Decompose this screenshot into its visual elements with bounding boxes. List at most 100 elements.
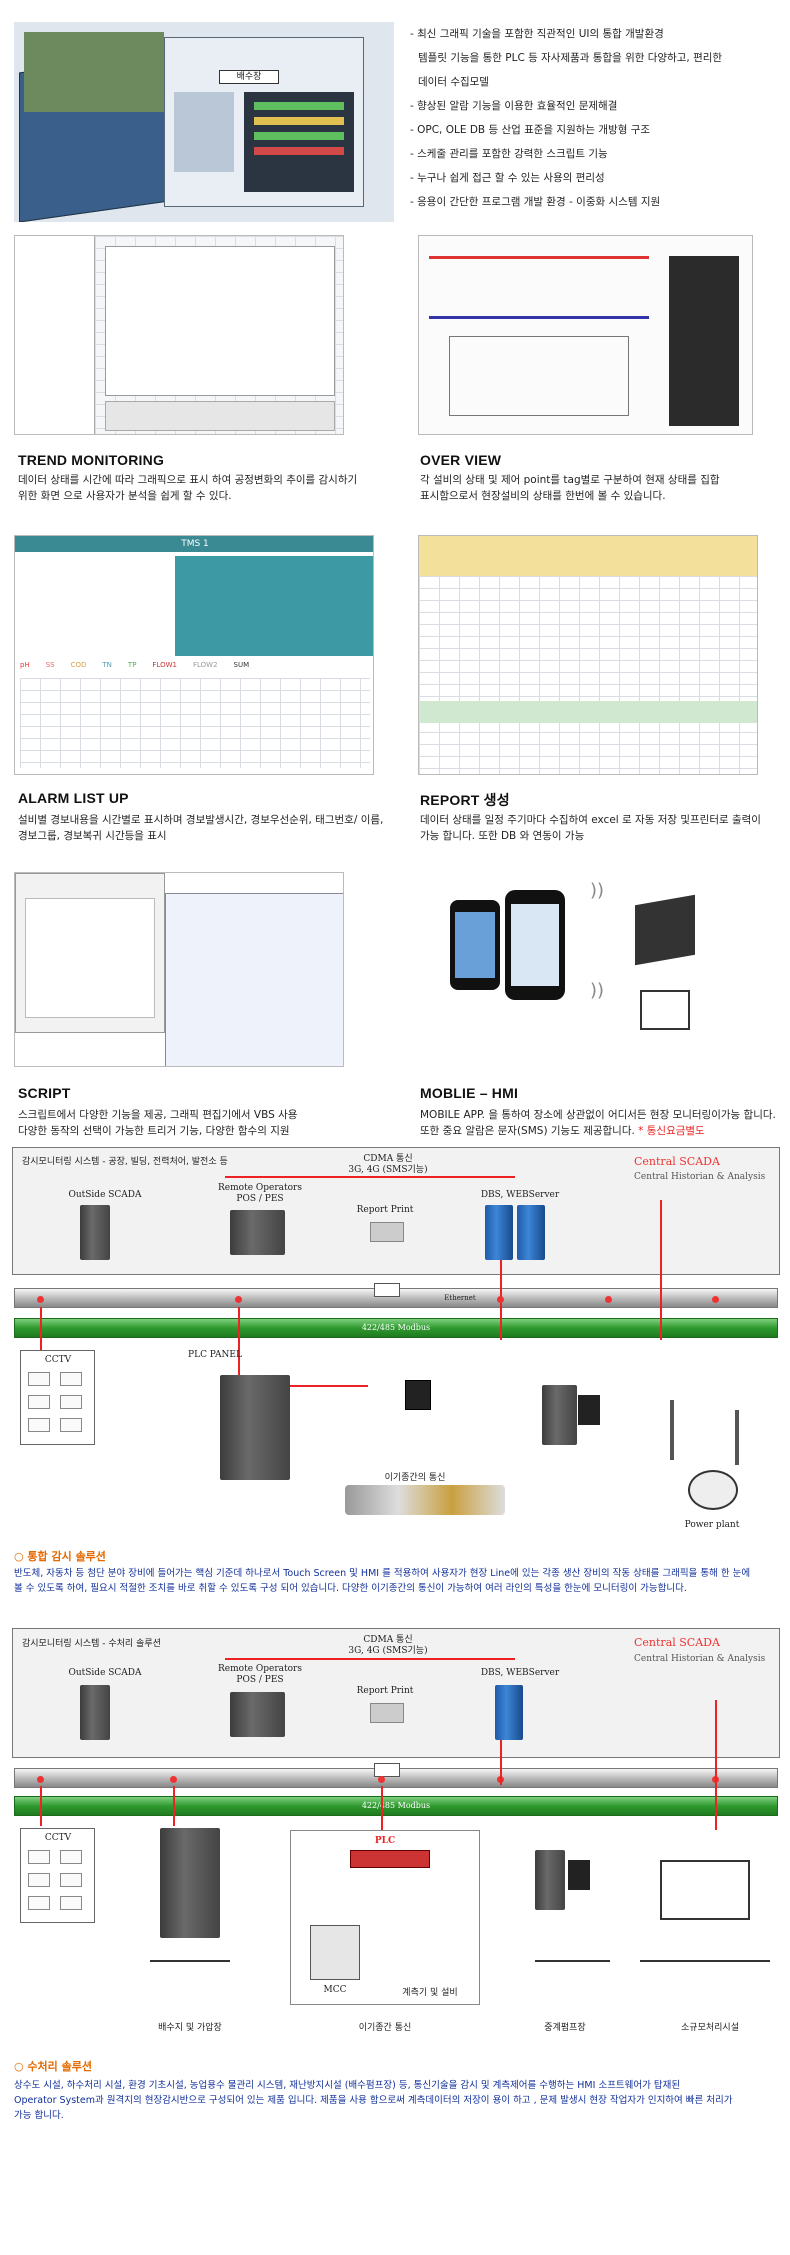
bullet: - 스케줄 관리를 포함한 강력한 스크립트 기능 (410, 148, 608, 160)
server-icon (80, 1685, 110, 1740)
printer-icon (370, 1703, 404, 1723)
desc-text: 또한 중요 알람은 문자(SMS) 기능도 제공합니다. (420, 1125, 635, 1137)
region-label: 감시모니터링 시스템 - 공장, 빌딩, 전력처어, 발전소 등 (22, 1157, 228, 1167)
desc-line: 설비별 경보내용을 시간별로 표시하며 경보발생시간, 경보우선순위, 태그번호… (18, 814, 384, 826)
cctv-label: CCTV (44, 1833, 72, 1843)
trend-screenshot (14, 235, 344, 435)
server-icon (485, 1205, 513, 1260)
comm-label: 이기종간의 통신 (384, 1473, 446, 1483)
desc-line: 다양한 동작의 선택이 가능한 트리거 기능, 다양한 함수의 지원 (18, 1125, 290, 1137)
camera-icon (60, 1395, 82, 1409)
feature-title: SCRIPT (18, 1085, 71, 1101)
server-icon (160, 1828, 220, 1938)
site-label: 배수지 및 가압장 (158, 2023, 222, 2033)
diagram-water (12, 1628, 780, 1758)
feature-desc: MOBILE APP. 을 통하여 장소에 상관없이 어디서든 현장 모니터링이… (420, 1107, 785, 1139)
tms-screenshot: TMS 1 pH SS COD TN TP FLOW1 FLOW2 SUM (14, 535, 374, 775)
ethernet-label: Ethernet (444, 1294, 476, 1302)
site-label: 중계펌프장 (544, 2023, 586, 2033)
report-print-label: Report Print (356, 1205, 414, 1215)
server-icon (495, 1685, 523, 1740)
central-sub: Central Historian & Analysis (634, 1172, 766, 1182)
server-icon (80, 1205, 110, 1260)
bullet: 템플릿 기능을 통한 PLC 등 자사제품과 통합을 위한 다양하고, 편리한 (418, 52, 723, 64)
feature-title: ALARM LIST UP (18, 790, 129, 806)
desc-line: 경보그룹, 경보복귀 시간등을 표시 (18, 830, 167, 842)
solution-heading: ○ 통합 감시 솔루션 (14, 1550, 106, 1563)
remote-sub: POS / PES (236, 1194, 284, 1204)
solution-body: 상수도 시설, 하수처리 시설, 환경 기초시설, 농업용수 물관리 시스템, … (14, 2078, 784, 2123)
dbs-label: DBS, WEBServer (480, 1190, 560, 1200)
feature-desc: 설비별 경보내용을 시간별로 표시하며 경보발생시간, 경보우선순위, 태그번호… (18, 812, 408, 844)
solution-heading: ○ 수처리 솔루션 (14, 2060, 92, 2073)
camera-icon (60, 1850, 82, 1864)
mcc-cabinet-icon (310, 1925, 360, 1980)
devices-icon (345, 1485, 505, 1515)
desc-line: 데이터 상태를 시간에 따라 그래픽으로 표시 하여 공정변화의 추이를 감시하… (18, 474, 358, 486)
legend-item: TN (102, 661, 112, 669)
feature-title: OVER VIEW (420, 452, 502, 468)
desc-line: 스크립트에서 다양한 기능을 제공, 그래픽 편집기에서 VBS 사용 (18, 1109, 298, 1121)
feature-title: TREND MONITORING (18, 452, 165, 468)
cdma-sub: 3G, 4G (SMS기능) (348, 1165, 428, 1175)
solution-body: 반도체, 자동차 등 첨단 분야 장비에 들어가는 핵심 기준데 하나로서 To… (14, 1566, 784, 1596)
network-switch-icon (374, 1763, 400, 1777)
camera-icon (60, 1418, 82, 1432)
desc-line: 위한 화면 으로 사용자가 분석을 쉽게 할 수 있다. (18, 490, 232, 502)
dbs-label: DBS, WEBServer (480, 1668, 560, 1678)
camera-icon (60, 1896, 82, 1910)
legend-item: pH (20, 661, 30, 669)
network-switch-icon (374, 1283, 400, 1297)
central-sub: Central Historian & Analysis (634, 1654, 766, 1664)
body-line: 볼 수 있도록 하여, 필요시 적절한 조치를 바로 취할 수 있도록 구성 되… (14, 1583, 687, 1594)
site-label: 소규모처리시설 (681, 2023, 739, 2033)
legend-item: FLOW1 (152, 661, 177, 669)
camera-icon (60, 1372, 82, 1386)
camera-icon (60, 1873, 82, 1887)
modbus-bus: 422/485 Modbus (14, 1796, 778, 1816)
desc-line: 데이터 상태를 일정 주기마다 수집하여 excel 로 자동 저장 및프린터로… (420, 814, 761, 826)
building-icon (635, 894, 695, 966)
bullet: - 향상된 알람 기능을 이용한 효율적인 문제해결 (410, 100, 618, 112)
wind-turbine-icon (670, 1400, 674, 1460)
server-icon (542, 1385, 577, 1445)
cctv-label: CCTV (44, 1355, 72, 1365)
fee-note: * 통신요금별도 (638, 1125, 705, 1137)
wifi-icon: )) (590, 980, 605, 1001)
power-plant-label: Power plant (684, 1520, 740, 1530)
region-label: 감시모니터링 시스템 - 수처리 솔루션 (22, 1639, 161, 1649)
body-line: 가능 합니다. (14, 2110, 64, 2121)
meters-label: 계측기 및 설비 (402, 1988, 458, 1998)
desc-line: 표시함으로서 현장설비의 상태를 한번에 볼 수 있습니다. (420, 490, 666, 502)
feature-desc: 데이터 상태를 일정 주기마다 수집하여 excel 로 자동 저장 및프린터로… (420, 812, 780, 844)
bullet: - 누구나 쉽게 접근 할 수 있는 사용의 편리성 (410, 172, 605, 184)
bullet: - 최신 그래픽 기술을 포함한 직관적인 UI의 통합 개발환경 (410, 28, 664, 40)
desc-line: 또한 중요 알람은 문자(SMS) 기능도 제공합니다. * 통신요금별도 (420, 1123, 785, 1139)
bullet: - 응용이 간단한 프로그램 개발 환경 - 이중화 시스템 지원 (410, 196, 661, 208)
legend-item: SS (45, 661, 55, 669)
remote-label: Remote Operators (218, 1183, 302, 1193)
controller-icon (578, 1395, 600, 1425)
body-line: 반도체, 자동차 등 첨단 분야 장비에 들어가는 핵심 기준데 하나로서 To… (14, 1568, 751, 1579)
bullet: - OPC, OLE DB 등 산업 표준을 지원하는 개방형 구조 (410, 124, 651, 136)
outside-scada-label: OutSide SCADA (68, 1190, 142, 1200)
plc-rack-icon (350, 1850, 430, 1868)
report-screenshot (418, 535, 758, 775)
desc-line: MOBILE APP. 을 통하여 장소에 상관없이 어디서든 현장 모니터링이… (420, 1109, 776, 1121)
camera-icon (28, 1418, 50, 1432)
feature-title: REPORT 생성 (420, 792, 510, 808)
modbus-bus: 422/485 Modbus (14, 1318, 778, 1338)
intro-bullets: - 최신 그래픽 기술을 포함한 직관적인 UI의 통합 개발환경 템플릿 기능… (410, 22, 780, 214)
power-plant-icon (688, 1470, 738, 1510)
script-screenshot (14, 872, 344, 1067)
diagram-integrated (12, 1147, 780, 1275)
camera-icon (28, 1372, 50, 1386)
camera-icon (28, 1395, 50, 1409)
server-icon (535, 1850, 565, 1910)
plc-label: PLC (374, 1836, 396, 1846)
report-print-label: Report Print (356, 1686, 414, 1696)
camera-icon (28, 1896, 50, 1910)
feature-title: MOBLIE – HMI (420, 1085, 519, 1101)
cdma-label: CDMA 통신 (363, 1635, 413, 1645)
outside-scada-label: OutSide SCADA (68, 1668, 142, 1678)
